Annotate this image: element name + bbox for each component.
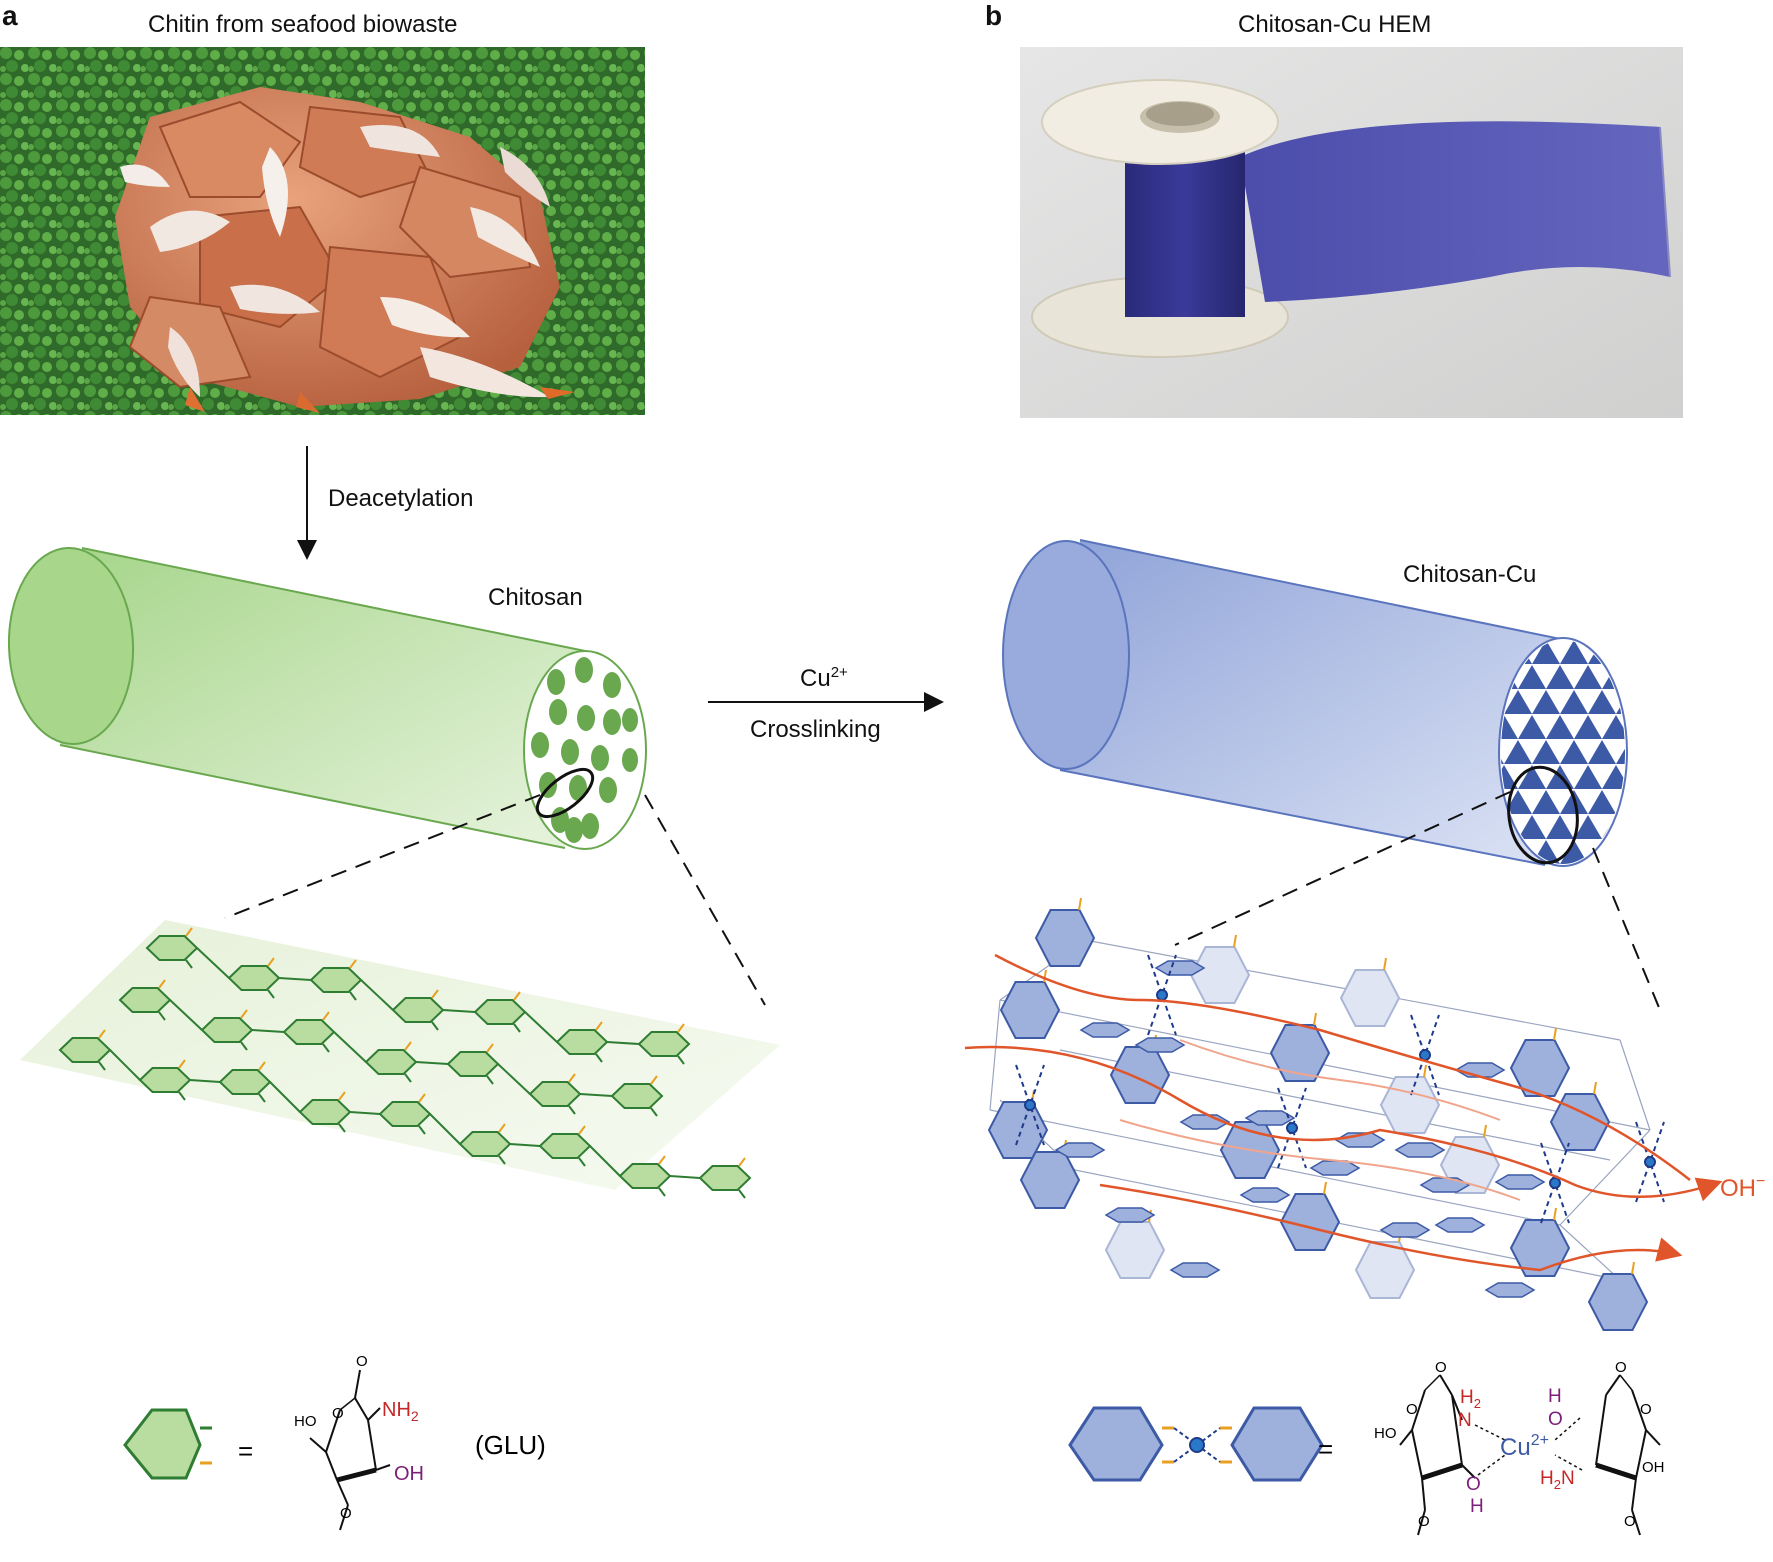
photo-a-title: Chitin from seafood biowaste	[148, 11, 458, 38]
glu-unit	[698, 1165, 752, 1191]
chitosan-cu-label: Chitosan-Cu	[1403, 561, 1537, 588]
network-hexagon	[1019, 1151, 1081, 1209]
o-ring-right-label: O	[1640, 1401, 1652, 1418]
o-right-label: O	[1548, 1409, 1563, 1430]
glu-unit	[391, 997, 445, 1023]
network-hexagon	[1104, 1221, 1166, 1279]
cu-node	[1644, 1156, 1656, 1168]
glu-unit	[378, 1101, 432, 1127]
glu-unit	[473, 999, 527, 1025]
cu-node	[1286, 1122, 1298, 1134]
ion-path-3	[1099, 1183, 1683, 1272]
legend-b-equals: =	[1318, 1434, 1333, 1464]
oh-label: OH	[394, 1463, 424, 1485]
deacetylation-label: Deacetylation	[328, 485, 474, 512]
green-chain-rows	[58, 927, 752, 1199]
network-hexagon	[1109, 1046, 1171, 1104]
glu-unit	[309, 967, 363, 993]
o-top-right-label: O	[1615, 1359, 1627, 1376]
glu-unit	[298, 1099, 352, 1125]
glu-unit	[446, 1051, 500, 1077]
h-left-label: H	[1470, 1496, 1484, 1517]
network-hexagon	[1034, 909, 1096, 967]
o-top-label: O	[356, 1353, 368, 1370]
glu-unit	[138, 1067, 192, 1093]
panel-label-b: b	[985, 0, 1003, 31]
network-hexagon	[1279, 1193, 1341, 1251]
seafood-biowaste-photo	[0, 47, 645, 415]
oh-ion-label: OH−	[1720, 1173, 1765, 1202]
cu-complex-structure	[1399, 1374, 1661, 1536]
ho-label: HO	[294, 1413, 317, 1430]
network-hexagon	[1509, 1219, 1571, 1277]
network-hexagon	[999, 981, 1061, 1039]
glu-unit	[528, 1081, 582, 1107]
network-hexagon	[1509, 1039, 1571, 1097]
o-top-left-label: O	[1435, 1359, 1447, 1376]
cu-node	[1549, 1177, 1561, 1189]
glu-structure	[309, 1369, 391, 1531]
ho-left-label: HO	[1374, 1425, 1397, 1442]
o-left-label: O	[1466, 1474, 1481, 1495]
network-hexagon	[1587, 1273, 1649, 1331]
chitosan-cu-hem-photo	[1020, 47, 1683, 418]
cu-node	[1024, 1099, 1036, 1111]
glu-unit	[58, 1037, 112, 1063]
glu-unit	[364, 1049, 418, 1075]
glu-unit	[637, 1031, 691, 1057]
cu-node	[1156, 989, 1168, 1001]
glu-unit	[458, 1131, 512, 1157]
glu-unit	[145, 935, 199, 961]
ion-path-1	[994, 953, 1691, 1181]
glu-unit	[538, 1133, 592, 1159]
glu-label: (GLU)	[475, 1430, 546, 1460]
glu-unit	[118, 987, 172, 1013]
glu-hexagon-legend	[123, 1408, 212, 1480]
glu-unit	[282, 1019, 336, 1045]
h2n-right-label: H2N	[1540, 1468, 1575, 1492]
legend-a-equals: =	[238, 1436, 253, 1466]
photo-b-title: Chitosan-Cu HEM	[1238, 11, 1432, 38]
glu-unit	[227, 965, 281, 991]
crosslinked-network	[987, 897, 1665, 1331]
chitosan-label: Chitosan	[488, 584, 583, 611]
cu-reagent-label: Cu2+	[800, 664, 848, 692]
chitosan-cu-cylinder	[1002, 539, 1628, 867]
network-hexagon	[1339, 969, 1401, 1027]
crosslinking-label: Crosslinking	[750, 716, 881, 743]
o-bot-right-label: O	[1624, 1513, 1636, 1530]
n-left-label: N	[1458, 1410, 1472, 1431]
chitosan-chain-sheet	[20, 920, 780, 1199]
oh-right-label: OH	[1642, 1459, 1665, 1476]
network-hexagon	[987, 1101, 1049, 1159]
o-ring-label: O	[332, 1405, 344, 1422]
network-hexagon	[1189, 946, 1251, 1004]
h-right-label: H	[1548, 1386, 1562, 1407]
o-ring-left-label: O	[1406, 1401, 1418, 1418]
o-bot-left-label: O	[1418, 1513, 1430, 1530]
glu-unit	[200, 1017, 254, 1043]
cu-node	[1419, 1049, 1431, 1061]
cu-crosslink-legend	[1068, 1406, 1324, 1482]
ion-path-2	[964, 1045, 1723, 1202]
glu-unit	[218, 1069, 272, 1095]
h2-left-label: H2	[1460, 1387, 1481, 1411]
cu-label: Cu2+	[1500, 1432, 1549, 1461]
nh2-label: NH2	[382, 1399, 419, 1424]
glu-unit	[610, 1083, 664, 1109]
glu-unit	[555, 1029, 609, 1055]
panel-label-a: a	[2, 0, 18, 31]
network-hexagon	[1269, 1024, 1331, 1082]
chitosan-cylinder	[7, 547, 647, 850]
glu-unit	[618, 1163, 672, 1189]
o-bottom-label: O	[340, 1505, 352, 1522]
